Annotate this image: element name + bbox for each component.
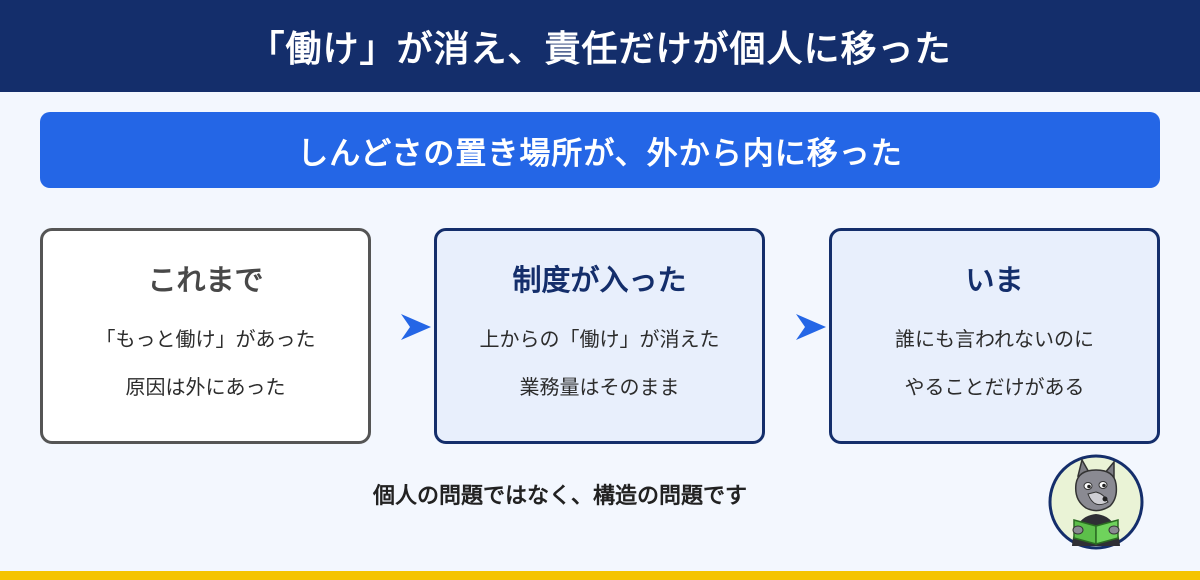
card-title: 制度が入った: [512, 263, 687, 297]
card-system-introduced: 制度が入った 上からの「働け」が消えた 業務量はそのまま: [434, 228, 765, 444]
right-arrowhead-icon: [401, 314, 431, 340]
card-line: 上からの「働け」が消えた: [479, 327, 720, 351]
banner-text: しんどさの置き場所が、外から内に移った: [297, 135, 903, 172]
page-title: 「働け」が消え、責任だけが個人に移った: [248, 29, 952, 70]
card-line: やることだけがある: [904, 375, 1085, 399]
header-bar: 「働け」が消え、責任だけが個人に移った: [0, 0, 1200, 92]
footer-accent-bar: [0, 571, 1200, 580]
summary-banner: しんどさの置き場所が、外から内に移った: [40, 112, 1160, 188]
card-title: いま: [965, 263, 1024, 297]
card-line: 業務量はそのまま: [519, 375, 680, 399]
right-arrowhead-icon: [796, 314, 826, 340]
card-line: 「もっと働け」があった: [95, 327, 316, 351]
card-line: 誰にも言われないのに: [895, 327, 1094, 351]
card-title: これまで: [147, 263, 264, 297]
conclusion-text: 個人の問題ではなく、構造の問題です: [372, 484, 747, 509]
card-now: いま 誰にも言われないのに やることだけがある: [829, 228, 1160, 444]
card-line: 原因は外にあった: [125, 375, 286, 399]
wolf-mascot-icon: [1048, 454, 1144, 550]
card-before: これまで 「もっと働け」があった 原因は外にあった: [40, 228, 371, 444]
